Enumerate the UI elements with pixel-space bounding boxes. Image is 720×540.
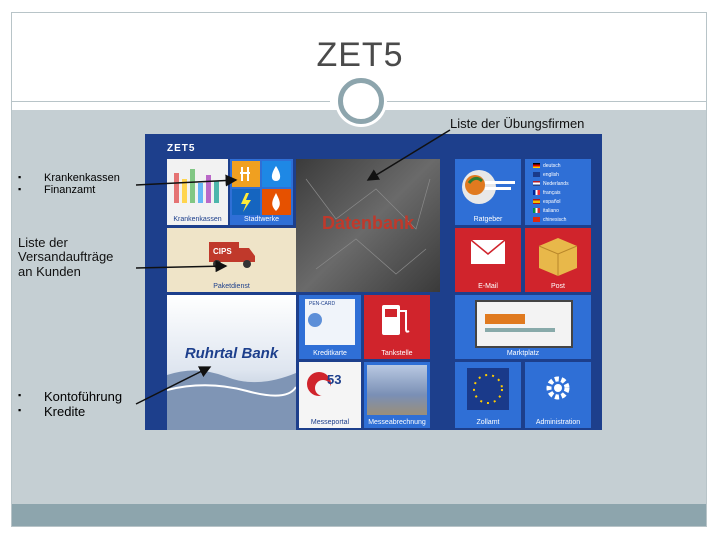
tile-ruhrtal-bank[interactable]: Ruhrtal Bank: [167, 295, 296, 430]
tile-administration-label: Administration: [535, 419, 581, 426]
messe-number: 53: [327, 372, 342, 387]
envelope-icon: [470, 239, 506, 264]
tile-administration[interactable]: Administration: [525, 362, 591, 428]
fuel-pump-icon: [382, 305, 410, 335]
language-chinese[interactable]: chinesisch: [533, 217, 566, 223]
bullet-finanzamt: Finanzamt: [18, 184, 120, 196]
bank-wave-icon: [167, 370, 296, 430]
bar-chart-icon: [174, 169, 219, 203]
language-dutch[interactable]: Nederlands: [533, 181, 569, 187]
fair-logo-icon: [307, 372, 331, 396]
tile-zollamt[interactable]: Zollamt: [455, 362, 521, 428]
package-box-icon: [538, 238, 578, 276]
ruhrtal-bank-logo: Ruhrtal Bank: [184, 345, 279, 362]
app-logo: ZET5: [167, 143, 196, 154]
tile-post-label: Post: [550, 283, 565, 290]
bullet-list-bottom: Kontoführung Kredite: [18, 389, 122, 420]
credit-card-icon: PEN-CARD: [305, 299, 355, 345]
tile-krankenkassen-label: Krankenkassen: [173, 216, 222, 223]
bullet-list-top: Krankenkassen Finanzamt: [18, 172, 120, 197]
tile-messeportal-label: Messeportal: [310, 419, 350, 426]
network-pattern-icon: [305, 178, 431, 275]
language-italian[interactable]: italiano: [533, 208, 559, 214]
arrow-to-ruhrtal-bank: [135, 366, 212, 405]
tile-marktplatz-label: Marktplatz: [506, 350, 540, 357]
tile-email[interactable]: E-Mail: [455, 228, 521, 292]
tile-email-label: E-Mail: [478, 283, 498, 290]
ring-ornament-icon: [338, 78, 384, 124]
tile-stadtwerke[interactable]: Stadtwerke: [230, 159, 293, 225]
language-english[interactable]: english: [533, 172, 559, 178]
tile-kreditkarte-label: Kreditkarte: [313, 350, 347, 357]
title-divider-right: [384, 101, 706, 102]
tile-ratgeber[interactable]: Ratgeber: [455, 159, 521, 225]
tile-datenbank[interactable]: Datenbank: [296, 159, 440, 292]
tile-messeportal[interactable]: 53 Messeportal: [299, 362, 361, 428]
footer-bar: [12, 504, 706, 526]
tile-marktplatz[interactable]: Marktplatz: [455, 295, 591, 359]
arrow-to-datenbank: [366, 129, 451, 181]
tile-ratgeber-label: Ratgeber: [473, 216, 503, 223]
slide-title: ZET5: [316, 36, 404, 74]
tile-messeabrechnung-label: Messeabrechnung: [368, 419, 426, 426]
bullet-krankenkassen: Krankenkassen: [18, 172, 120, 184]
gear-icon: [546, 376, 570, 400]
bullet-kontofuehrung: Kontoführung: [18, 389, 122, 405]
tile-paketdienst-label: Paketdienst: [213, 283, 250, 290]
tile-post[interactable]: Post: [525, 228, 591, 292]
cips-logo: CIPS: [213, 247, 232, 256]
bullet-kredite: Kredite: [18, 404, 122, 420]
tile-tankstelle[interactable]: Tankstelle: [364, 295, 430, 359]
title-divider-left: [12, 101, 330, 102]
monitor-icon: [475, 300, 573, 348]
tile-paketdienst[interactable]: CIPS Paketdienst: [167, 228, 296, 292]
callout-uebungsfirmen: Liste der Übungsfirmen: [450, 116, 585, 131]
tile-messeabrechnung[interactable]: Messeabrechnung: [364, 362, 430, 428]
language-german[interactable]: deutsch: [533, 163, 561, 169]
tile-krankenkassen[interactable]: Krankenkassen: [167, 159, 228, 225]
tile-datenbank-label: Datenbank: [321, 213, 415, 233]
arrow-to-paketdienst: [135, 260, 228, 273]
tile-kreditkarte[interactable]: PEN-CARD Kreditkarte: [299, 295, 361, 359]
language-spanish[interactable]: español: [533, 199, 561, 205]
exhibition-photo-icon: [367, 365, 427, 415]
arrow-to-krankenkassen: [135, 174, 238, 187]
language-french[interactable]: français: [533, 190, 561, 196]
tile-languages[interactable]: deutsch english Nederlands français espa…: [525, 159, 591, 225]
tile-zollamt-label: Zollamt: [476, 419, 500, 426]
tile-tankstelle-label: Tankstelle: [381, 350, 413, 357]
delivery-truck-icon: [209, 242, 255, 268]
slide-frame: [11, 12, 707, 527]
eu-stars-icon: [467, 368, 509, 410]
globe-icon: [462, 170, 515, 204]
callout-versandauftraege: Liste der Versandaufträge an Kunden: [18, 235, 114, 279]
zet5-app-screenshot: ZET5 Krankenkassen Stadtwerke: [145, 134, 602, 430]
tile-stadtwerke-label: Stadtwerke: [243, 216, 280, 223]
